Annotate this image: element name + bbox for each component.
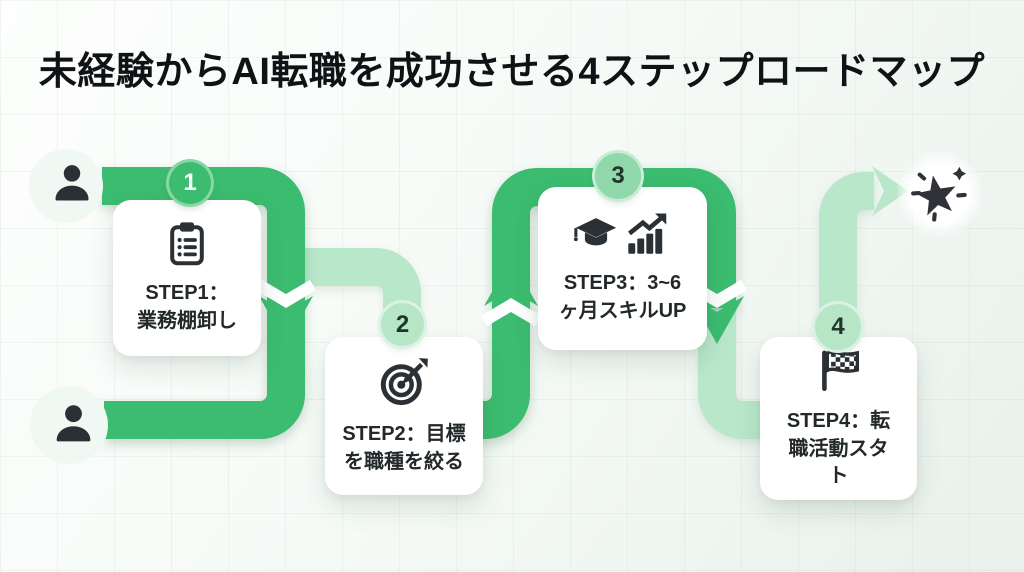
clipboard-list-icon — [170, 222, 204, 266]
step4-badge: 4 — [815, 304, 861, 350]
dart-target-icon — [380, 358, 428, 406]
path-segment-to-step4 — [698, 298, 802, 439]
arrow-notch-1 — [255, 279, 317, 308]
step2-card: STEP2：目標 を職種を絞る — [325, 337, 483, 495]
person-icon — [50, 400, 97, 447]
step2-icons — [377, 355, 431, 409]
step1-icons — [163, 220, 211, 268]
page-title: 未経験からAI転職を成功させる4ステップロードマップ — [38, 51, 986, 93]
start-halo-bottom — [30, 386, 108, 464]
step1-card: STEP1： 業務棚卸し — [113, 200, 261, 356]
step4-card: STEP4：転 職活動スタ ト — [760, 337, 917, 500]
step3-badge: 3 — [595, 153, 641, 199]
arrowhead-down-1 — [259, 296, 313, 344]
arrowhead-up-2 — [484, 258, 538, 306]
graduation-cap-icon — [573, 218, 617, 246]
sparkle-star-icon — [911, 164, 969, 222]
step1-label: STEP1： 業務棚卸し — [137, 282, 237, 332]
step4-icons — [814, 346, 864, 396]
step1-badge: 1 — [169, 162, 211, 204]
goal-arrowhead-right — [872, 166, 908, 216]
arrow-notch-2 — [480, 298, 542, 327]
growth-chart-icon — [628, 213, 667, 254]
path-segment-to-goal — [819, 172, 874, 348]
step2-badge: 2 — [381, 303, 424, 346]
path-light-segments — [290, 172, 874, 439]
path-segment-to-step2 — [290, 248, 421, 312]
step3-label: STEP3：3~6 ヶ月スキルUP — [558, 271, 687, 322]
step3-icons — [573, 212, 672, 258]
step3-card: STEP3：3~6 ヶ月スキルUP — [538, 187, 707, 350]
person-icon — [49, 160, 95, 206]
step4-label: STEP4：転 職活動スタ ト — [786, 410, 891, 488]
start-halo-top — [29, 149, 103, 223]
step2-label: STEP2：目標 を職種を絞る — [342, 423, 466, 473]
path-segment-step3-loop — [455, 168, 736, 439]
checkered-flag-icon — [821, 350, 859, 392]
